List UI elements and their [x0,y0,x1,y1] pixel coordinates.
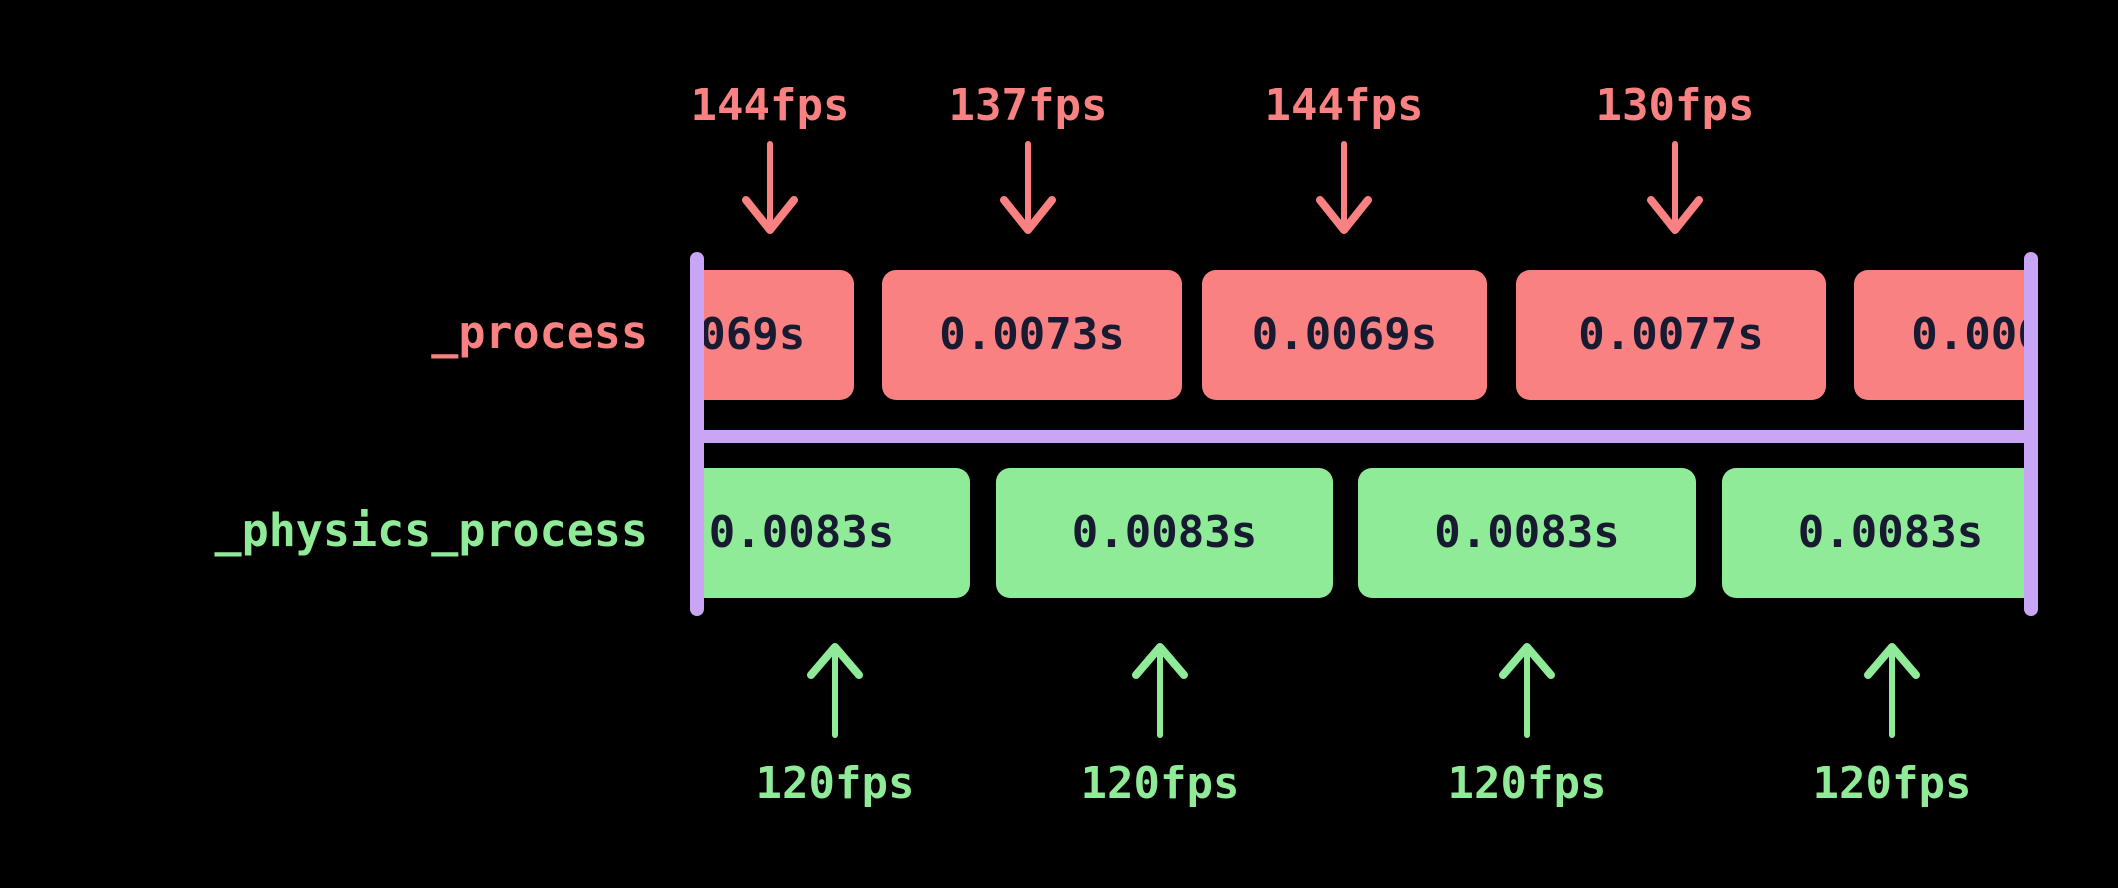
process-row-label: _process [431,306,648,359]
timeline-window: 0.0069s 0.0073s 0.0069s 0.0077s 0.0069s … [694,0,2038,888]
arrow-down-icon [1000,141,1056,234]
physics-fps-label: 120fps [1812,758,1972,809]
process-frame-block: 0.0073s [882,270,1182,400]
physics-fps-label: 120fps [755,758,915,809]
process-fps-label: 130fps [1595,80,1755,131]
physics-frame-block: 0.0083s [1722,468,2038,598]
arrow-down-icon [1316,141,1372,234]
process-frame-block: 0.0069s [1854,270,2038,400]
physics-fps-label: 120fps [1080,758,1240,809]
physics-frame-block: 0.0083s [694,468,970,598]
arrow-up-icon [1499,643,1555,738]
physics-row-label: _physics_process [214,504,648,557]
physics-frame-block: 0.0083s [996,468,1333,598]
process-frame-block: 0.0069s [694,270,854,400]
physics-fps-label: 120fps [1447,758,1607,809]
process-fps-label: 137fps [948,80,1108,131]
process-fps-label: 144fps [1264,80,1424,131]
timeline-divider-line [697,430,2031,443]
process-frame-block: 0.0077s [1516,270,1826,400]
arrow-up-icon [1132,643,1188,738]
arrow-up-icon [1864,643,1920,738]
process-fps-label: 144fps [690,80,850,131]
arrow-down-icon [742,141,798,234]
arrow-up-icon [807,643,863,738]
timeline-end-bar [2024,252,2038,616]
arrow-down-icon [1647,141,1703,234]
process-frame-block: 0.0069s [1202,270,1487,400]
physics-frame-block: 0.0083s [1358,468,1696,598]
